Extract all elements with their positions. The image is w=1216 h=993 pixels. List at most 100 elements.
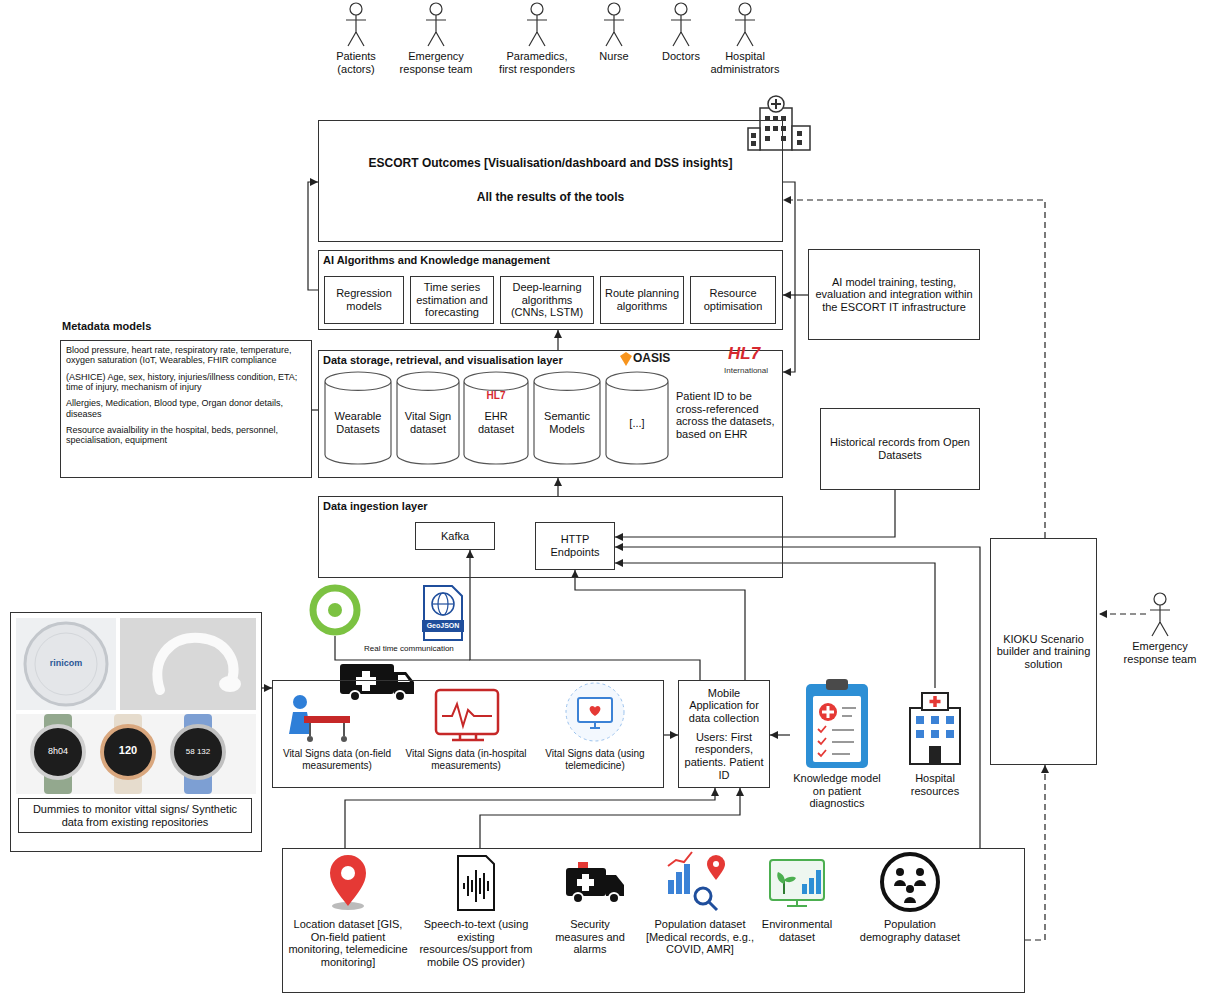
node-text: Security measures and alarms	[548, 918, 632, 956]
cylinder-shape	[464, 372, 528, 464]
dataset-cylinder: Vital Sign dataset	[397, 372, 459, 464]
node-text: Wearable Datasets	[327, 410, 389, 435]
icon-node: Hospital resources	[893, 688, 977, 808]
node-text: Knowledge model on patient diagnostics	[790, 772, 884, 810]
node-text: Resource optimisation	[695, 287, 771, 312]
node-text: Metadata models	[62, 320, 312, 333]
actor-arrow	[1099, 613, 1146, 614]
dataset-cylinder: Wearable Datasets	[325, 372, 391, 464]
node-text: Population demography dataset	[855, 918, 965, 943]
node-text: Patient ID to be cross-referenced across…	[676, 390, 780, 441]
layer-box: AI Algorithms and Knowledge managementRe…	[318, 250, 783, 330]
logo-text: International	[724, 366, 784, 375]
watch-text: 8h04	[38, 746, 78, 756]
node-text: Location dataset [GIS, On-field patient …	[285, 918, 411, 969]
watch-text: 120	[108, 744, 148, 757]
node-text: [...]	[629, 417, 644, 430]
cylinder-shape	[606, 372, 668, 464]
dataset-panel: Location dataset [GIS, On-field patient …	[282, 848, 1025, 993]
dataset-cylinder: [...]	[606, 372, 668, 464]
algorithm-box: Regression models	[324, 276, 404, 324]
vital-sign-icons	[289, 664, 624, 742]
node-text: Blood pressure, heart rate, respiratory …	[66, 345, 306, 366]
actor-figures	[346, 3, 1170, 636]
node-text: Historical records from Open Datasets	[825, 436, 975, 461]
connector	[783, 182, 795, 372]
actor-label: Nurse	[589, 50, 639, 63]
node-text: Population dataset [Medical records, e.g…	[640, 918, 760, 956]
connector	[664, 734, 678, 735]
hospital-resources-icon	[910, 693, 960, 764]
connector	[615, 490, 895, 537]
node-text: Time series estimation and forecasting	[415, 281, 489, 319]
service-box: Kafka	[415, 522, 495, 550]
icon-caption: Real time communication	[364, 644, 464, 654]
standards-logos	[620, 352, 632, 366]
actor-label: Hospital administrators	[705, 50, 785, 75]
connector	[615, 547, 980, 848]
device-panel: Dummies to monitor vittal signs/ Synthet…	[10, 612, 262, 852]
node-text: Data ingestion layer	[323, 500, 623, 513]
node-text: HTTP Endpoints	[540, 533, 610, 558]
app-box: Mobile Application for data collectionUs…	[678, 680, 770, 788]
cylinder-shape	[397, 372, 459, 464]
logo-text: GeoJSON	[422, 621, 464, 631]
actor-label: Emergency response team	[1110, 640, 1210, 665]
knowledge-clipboard-icon	[806, 679, 868, 768]
service-box: HTTP Endpoints	[535, 522, 615, 570]
node-text: Allergies, Medication, Blood type, Organ…	[66, 398, 306, 419]
node-text: Hospital resources	[893, 772, 977, 797]
connector	[770, 734, 790, 735]
connector	[308, 182, 318, 290]
icon-node: Knowledge model on patient diagnostics	[790, 676, 884, 812]
hospital-building-icon	[748, 96, 810, 150]
actor-label: Paramedics, first responders	[497, 50, 577, 75]
node-text: Semantic Models	[536, 410, 598, 435]
node-text: Kafka	[441, 530, 469, 543]
data-source-group: Vital Signs data (on-field measurements)…	[272, 680, 664, 788]
node-text: Route planning algorithms	[605, 287, 679, 312]
node-text: Vital Signs data (in-hospital measuremen…	[403, 748, 529, 771]
node-text: (ASHICE) Age, sex, history, injuries/ill…	[66, 372, 306, 393]
connector	[1025, 765, 1045, 940]
dataset-icons	[330, 852, 938, 910]
connector	[345, 788, 715, 848]
node-text: Regression models	[329, 287, 399, 312]
wearable-devices	[16, 618, 256, 794]
connector	[615, 563, 935, 688]
watch-text: 58 132	[178, 747, 218, 756]
connector	[262, 687, 272, 688]
connector	[783, 294, 808, 295]
algorithm-box: Route planning algorithms	[600, 276, 684, 324]
node-text: ESCORT Outcomes [Visualisation/dashboard…	[369, 157, 733, 171]
node-text: Vital Signs data (using telemedicine)	[532, 748, 658, 771]
node-text: AI model training, testing, evaluation a…	[813, 276, 975, 314]
logo-text: HL7	[728, 344, 778, 364]
communication-icons	[313, 586, 470, 660]
layer-box: Data storage, retrieval, and visualisati…	[318, 350, 783, 478]
connector	[783, 200, 1045, 538]
node-text: Vital Sign dataset	[399, 410, 457, 435]
logo-text: HL7	[481, 390, 511, 402]
algorithm-box: Resource optimisation	[690, 276, 776, 324]
connector	[557, 330, 558, 350]
node-text: Speech-to-text (using existing resources…	[418, 918, 534, 969]
algorithm-box: Time series estimation and forecasting	[410, 276, 494, 324]
output-box: ESCORT Outcomes [Visualisation/dashboard…	[318, 120, 783, 242]
actor-label: Patients (actors)	[326, 50, 386, 75]
node-text: Deep-learning algorithms (CNNs, LSTM)	[505, 281, 589, 319]
node-text: Data storage, retrieval, and visualisati…	[323, 354, 613, 367]
node-text: Mobile Application for data collection	[683, 687, 765, 725]
connector	[480, 788, 740, 848]
metadata-box: Metadata modelsBlood pressure, heart rat…	[60, 340, 312, 478]
connector	[557, 478, 558, 496]
layer-box: Data ingestion layerKafka HTTP Endpoints	[318, 496, 783, 578]
connector	[575, 570, 745, 680]
node-text: KIOKU Scenario builder and training solu…	[995, 633, 1092, 671]
node-text: Dummies to monitor vittal signs/ Synthet…	[18, 798, 252, 833]
node-text: All the results of the tools	[477, 191, 624, 205]
logo-text: OASIS	[633, 352, 693, 366]
logo-text: rinicom	[40, 658, 92, 668]
node-text: Environmental dataset	[752, 918, 842, 943]
node-text: AI Algorithms and Knowledge management	[323, 254, 743, 267]
